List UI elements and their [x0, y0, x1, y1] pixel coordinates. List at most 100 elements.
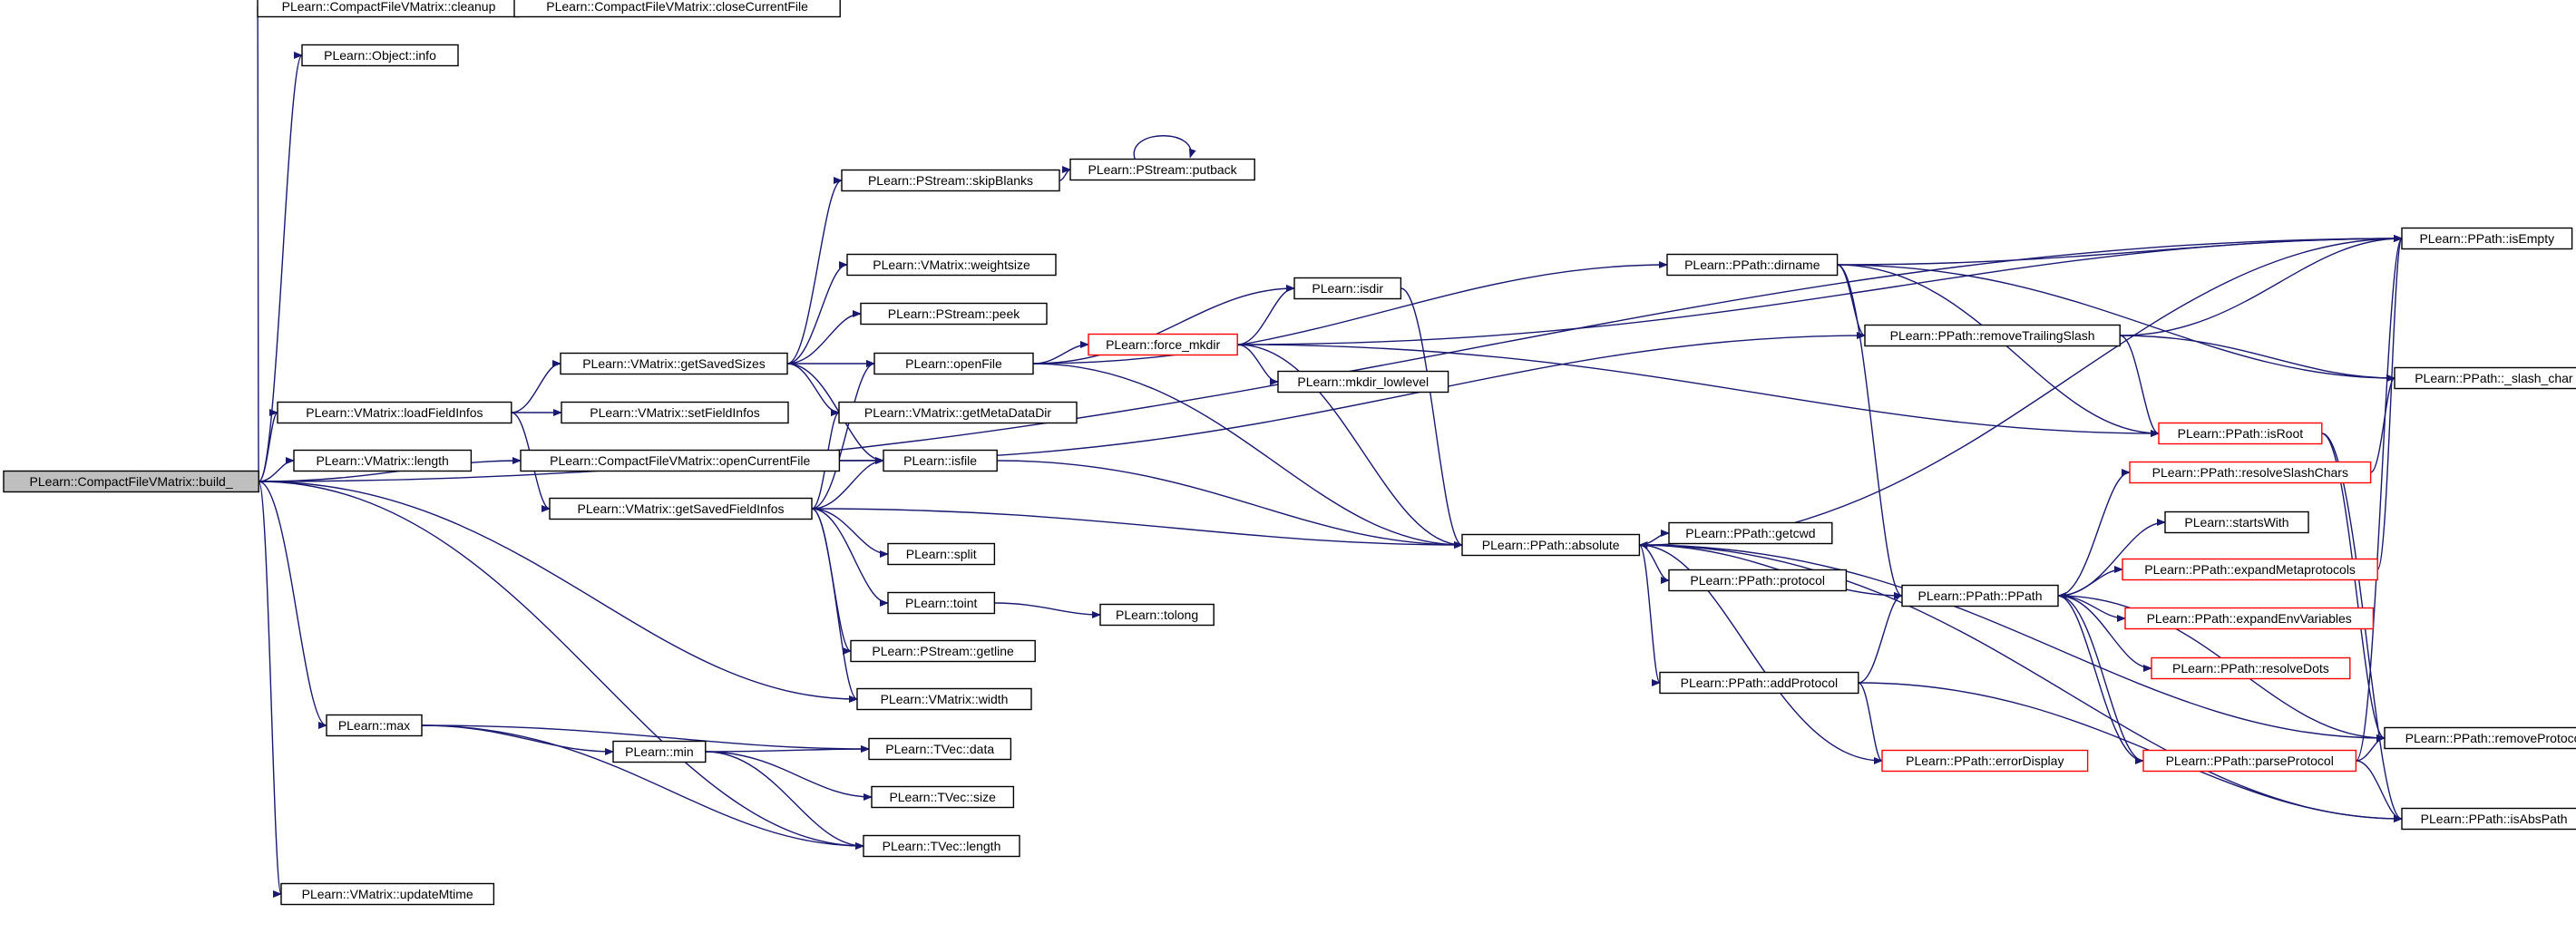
node-toint[interactable]: PLearn::toint: [887, 591, 996, 615]
node-box-isfile[interactable]: [883, 449, 998, 472]
node-closecf[interactable]: PLearn::CompactFileVMatrix::closeCurrent…: [513, 0, 841, 18]
node-label-length: PLearn::VMatrix::length: [317, 453, 449, 468]
node-expandenvvariables[interactable]: PLearn::PPath::expandEnvVariables: [2124, 607, 2375, 630]
node-box-expandenvvariables[interactable]: [2124, 607, 2375, 630]
node-tvecdata[interactable]: PLearn::TVec::data: [868, 737, 1012, 761]
node-box-loadfieldinfos[interactable]: [277, 401, 512, 424]
node-box-removetrailingslash[interactable]: [1864, 324, 2121, 347]
node-width[interactable]: PLearn::VMatrix::width: [856, 687, 1032, 711]
node-box-isempty[interactable]: [2401, 227, 2573, 250]
node-box-tvecsize[interactable]: [871, 785, 1015, 809]
node-box-isdir[interactable]: [1293, 277, 1402, 300]
node-box-isabspath[interactable]: [2401, 807, 2576, 831]
node-box-getline[interactable]: [850, 639, 1036, 663]
node-box-resolvedots[interactable]: [2151, 656, 2351, 680]
node-box-putback[interactable]: [1069, 158, 1255, 181]
node-box-tveclength[interactable]: [863, 834, 1020, 858]
node-box-ppath[interactable]: [1901, 584, 2059, 608]
node-updatemtime[interactable]: PLearn::VMatrix::updateMtime: [280, 882, 495, 906]
node-expandmetaprotocols[interactable]: PLearn::PPath::expandMetaprotocols: [2122, 558, 2378, 581]
node-errordisplay[interactable]: PLearn::PPath::errorDisplay: [1881, 749, 2089, 773]
node-box-updatemtime[interactable]: [280, 882, 495, 906]
node-min[interactable]: PLearn::min: [612, 740, 707, 763]
node-box-removeprotocol[interactable]: [2384, 726, 2576, 750]
node-getsavedfieldinfos[interactable]: PLearn::VMatrix::getSavedFieldInfos: [549, 497, 813, 520]
node-getmetadatadir[interactable]: PLearn::VMatrix::getMetaDataDir: [838, 401, 1078, 424]
node-box-getcwd[interactable]: [1668, 521, 1833, 545]
node-box-absolute[interactable]: [1461, 533, 1641, 557]
node-box-getsavedsizes[interactable]: [560, 352, 788, 375]
node-mkdirlowlevel[interactable]: PLearn::mkdir_lowlevel: [1277, 370, 1449, 394]
node-box-closecf[interactable]: [513, 0, 841, 18]
node-tvecsize[interactable]: PLearn::TVec::size: [871, 785, 1015, 809]
node-isabspath[interactable]: PLearn::PPath::isAbsPath: [2401, 807, 2576, 831]
node-openfile[interactable]: PLearn::openFile: [873, 352, 1034, 375]
node-box-dirname[interactable]: [1666, 253, 1839, 277]
node-weightsize[interactable]: PLearn::VMatrix::weightsize: [846, 253, 1057, 277]
node-ppath[interactable]: PLearn::PPath::PPath: [1901, 584, 2059, 608]
node-box-build[interactable]: [3, 470, 259, 493]
node-parseprotocol[interactable]: PLearn::PPath::parseProtocol: [2142, 749, 2357, 773]
node-tveclength[interactable]: PLearn::TVec::length: [863, 834, 1020, 858]
node-box-skipblanks[interactable]: [841, 169, 1060, 192]
node-split[interactable]: PLearn::split: [887, 542, 996, 566]
node-absolute[interactable]: PLearn::PPath::absolute: [1461, 533, 1641, 557]
node-isdir[interactable]: PLearn::isdir: [1293, 277, 1402, 300]
node-box-info[interactable]: [301, 44, 459, 67]
node-box-forcemkdir[interactable]: [1088, 333, 1238, 356]
node-isroot[interactable]: PLearn::PPath::isRoot: [2158, 422, 2323, 445]
node-length[interactable]: PLearn::VMatrix::length: [293, 449, 473, 472]
node-box-opencf[interactable]: [520, 449, 841, 472]
node-info[interactable]: PLearn::Object::info: [301, 44, 459, 67]
node-protocol[interactable]: PLearn::PPath::protocol: [1668, 569, 1848, 592]
node-box-peek[interactable]: [860, 302, 1048, 326]
node-max[interactable]: PLearn::max: [326, 714, 423, 737]
node-box-toint[interactable]: [887, 591, 996, 615]
node-isempty[interactable]: PLearn::PPath::isEmpty: [2401, 227, 2573, 250]
node-loadfieldinfos[interactable]: PLearn::VMatrix::loadFieldInfos: [277, 401, 512, 424]
node-box-tolong[interactable]: [1099, 603, 1215, 627]
node-tolong[interactable]: PLearn::tolong: [1099, 603, 1215, 627]
node-addprotocol[interactable]: PLearn::PPath::addProtocol: [1659, 671, 1859, 695]
node-box-protocol[interactable]: [1668, 569, 1848, 592]
node-box-min[interactable]: [612, 740, 707, 763]
node-box-max[interactable]: [326, 714, 423, 737]
node-putback[interactable]: PLearn::PStream::putback: [1069, 158, 1255, 181]
node-removeprotocol[interactable]: PLearn::PPath::removeProtocol: [2384, 726, 2576, 750]
node-isfile[interactable]: PLearn::isfile: [883, 449, 998, 472]
node-box-isroot[interactable]: [2158, 422, 2323, 445]
node-opencf[interactable]: PLearn::CompactFileVMatrix::openCurrentF…: [520, 449, 841, 472]
node-box-width[interactable]: [856, 687, 1032, 711]
node-box-slashchar[interactable]: [2394, 366, 2576, 390]
node-box-tvecdata[interactable]: [868, 737, 1012, 761]
node-box-expandmetaprotocols[interactable]: [2122, 558, 2378, 581]
node-box-parseprotocol[interactable]: [2142, 749, 2357, 773]
node-cleanup[interactable]: PLearn::CompactFileVMatrix::cleanup: [257, 0, 521, 18]
node-getsavedsizes[interactable]: PLearn::VMatrix::getSavedSizes: [560, 352, 788, 375]
node-box-errordisplay[interactable]: [1881, 749, 2089, 773]
node-forcemkdir[interactable]: PLearn::force_mkdir: [1088, 333, 1238, 356]
node-box-openfile[interactable]: [873, 352, 1034, 375]
node-box-setfieldinfos[interactable]: [561, 401, 789, 424]
node-getcwd[interactable]: PLearn::PPath::getcwd: [1668, 521, 1833, 545]
node-box-getmetadatadir[interactable]: [838, 401, 1078, 424]
node-peek[interactable]: PLearn::PStream::peek: [860, 302, 1048, 326]
node-box-length[interactable]: [293, 449, 473, 472]
node-startswith[interactable]: PLearn::startsWith: [2164, 510, 2309, 534]
node-build[interactable]: PLearn::CompactFileVMatrix::build_: [3, 470, 259, 493]
node-box-mkdirlowlevel[interactable]: [1277, 370, 1449, 394]
node-resolveslashchars[interactable]: PLearn::PPath::resolveSlashChars: [2129, 461, 2372, 484]
node-dirname[interactable]: PLearn::PPath::dirname: [1666, 253, 1839, 277]
node-slashchar[interactable]: PLearn::PPath::_slash_char: [2394, 366, 2576, 390]
node-box-startswith[interactable]: [2164, 510, 2309, 534]
node-getline[interactable]: PLearn::PStream::getline: [850, 639, 1036, 663]
node-removetrailingslash[interactable]: PLearn::PPath::removeTrailingSlash: [1864, 324, 2121, 347]
node-box-getsavedfieldinfos[interactable]: [549, 497, 813, 520]
node-setfieldinfos[interactable]: PLearn::VMatrix::setFieldInfos: [561, 401, 789, 424]
node-box-split[interactable]: [887, 542, 996, 566]
node-box-addprotocol[interactable]: [1659, 671, 1859, 695]
node-box-weightsize[interactable]: [846, 253, 1057, 277]
node-resolvedots[interactable]: PLearn::PPath::resolveDots: [2151, 656, 2351, 680]
node-skipblanks[interactable]: PLearn::PStream::skipBlanks: [841, 169, 1060, 192]
node-box-resolveslashchars[interactable]: [2129, 461, 2372, 484]
